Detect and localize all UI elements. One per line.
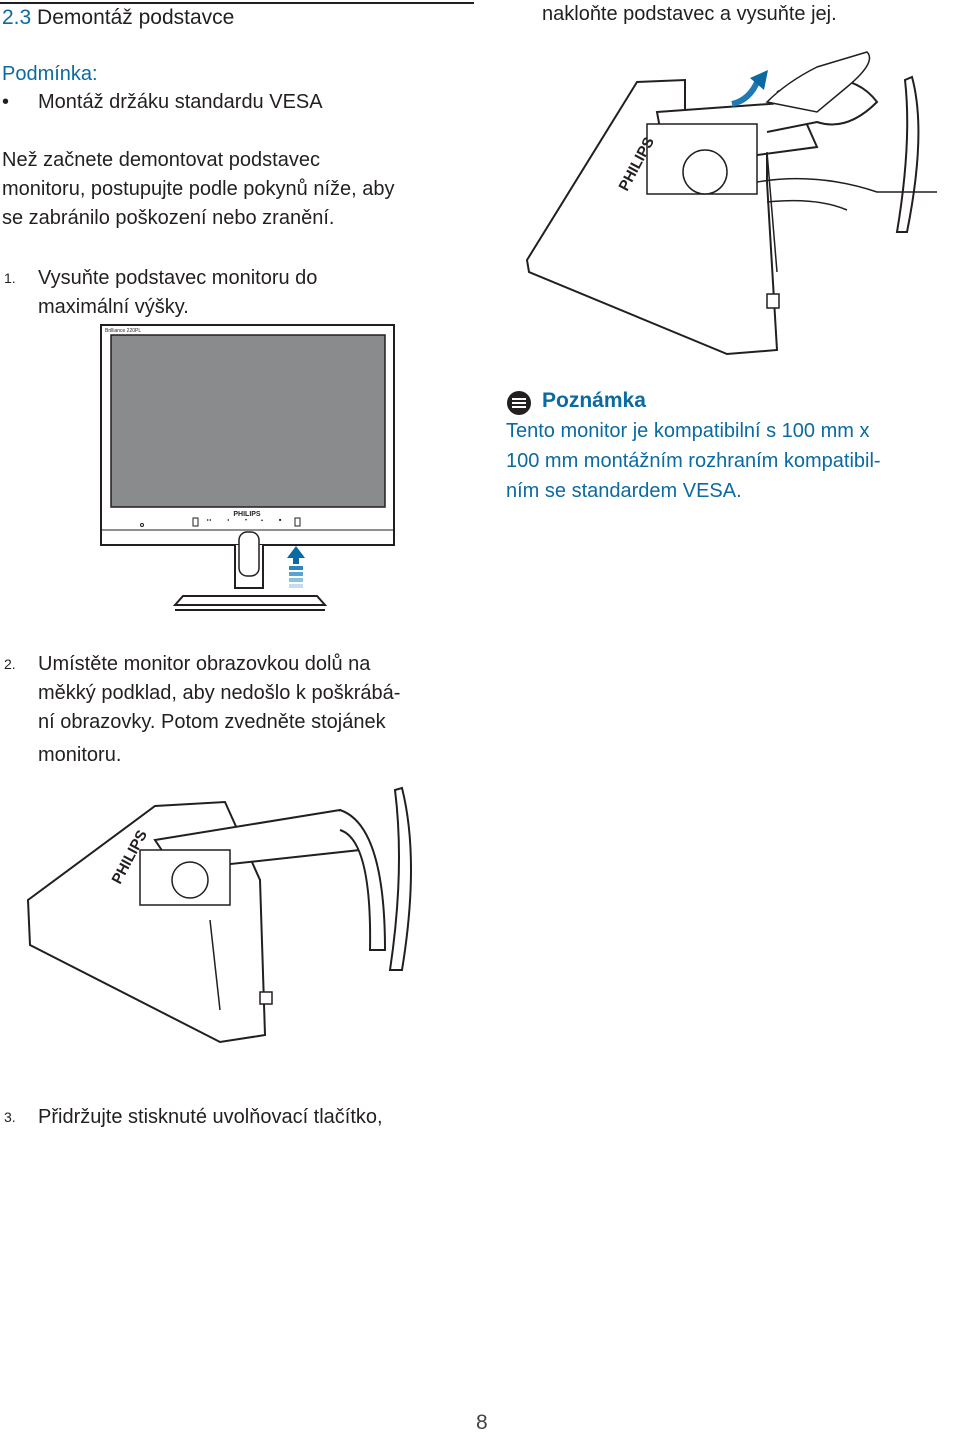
step-1: 1. Vysuňte podstavec monitoru do maximál…: [4, 264, 318, 322]
step-1-line-2: maximální výšky.: [38, 296, 189, 318]
step-2-line-3: ní obrazovky. Potom zvedněte stojánek: [38, 711, 386, 733]
arrow-up-icon: [287, 546, 305, 588]
step-1-line-1: Vysuňte podstavec monitoru do: [38, 267, 318, 289]
note-heading: Poznámka: [542, 389, 646, 412]
curved-arrow-icon: [731, 70, 768, 107]
removing-stand-illustration: PHILIPS: [525, 51, 937, 356]
condition-label: Podmínka:: [2, 63, 98, 85]
monitor-model-label: Brilliance 220PL: [105, 328, 141, 334]
intro-line-2: monitoru, postupujte podle pokynů níže, …: [2, 178, 395, 200]
section-number: 2.3: [2, 6, 32, 29]
continuation-text: nakloňte podstavec a vysuňte jej.: [542, 3, 837, 25]
svg-text:▴: ▴: [261, 517, 263, 522]
section-divider: [0, 2, 474, 4]
svg-text:■: ■: [279, 517, 282, 522]
step-2: 2. Umístěte monitor obrazovkou dolů na m…: [4, 650, 401, 770]
step-2-number: 2.: [4, 656, 16, 672]
section-title: 2.3 Demontáž podstavce: [2, 6, 234, 30]
step-3-number: 3.: [4, 1109, 16, 1125]
step-3: 3. Přidržujte stisknuté uvolňovací tlačí…: [4, 1103, 383, 1132]
condition-bullet-marker: •: [2, 91, 10, 113]
monitor-front-illustration: Brilliance 220PL PHILIPS ▸◂ ◂ ▾ ▴ ■: [100, 324, 395, 611]
svg-text:▸◂: ▸◂: [207, 517, 211, 522]
condition-bullet-text: Montáž držáku standardu VESA: [38, 91, 323, 113]
laid-monitor-illustration: PHILIPS: [26, 786, 412, 1044]
intro-line-1: Než začnete demontovat podstavec: [2, 149, 320, 171]
svg-text:▾: ▾: [245, 517, 247, 522]
page-number: 8: [476, 1411, 488, 1434]
note-line-3: ním se standardem VESA.: [506, 480, 742, 502]
step-3-line-1: Přidržujte stisknuté uvolňovací tlačítko…: [38, 1106, 383, 1128]
note-icon: [507, 391, 531, 415]
note-line-2: 100 mm montážním rozhraním kompatibil-: [506, 450, 881, 472]
monitor-control-buttons: [140, 517, 301, 527]
step-1-number: 1.: [4, 270, 16, 286]
step-2-line-1: Umístěte monitor obrazovkou dolů na: [38, 653, 371, 675]
step-2-line-2: měkký podklad, aby nedošlo k poškrábá-: [38, 682, 401, 704]
note-line-1: Tento monitor je kompatibilní s 100 mm x: [506, 420, 870, 442]
intro-line-3: se zabránilo poškození nebo zranění.: [2, 207, 335, 229]
step-2-line-4: monitoru.: [38, 744, 122, 766]
monitor-front-brand: PHILIPS: [233, 511, 261, 518]
section-title-text: Demontáž podstavce: [37, 6, 235, 29]
svg-text:◂: ◂: [227, 517, 229, 522]
